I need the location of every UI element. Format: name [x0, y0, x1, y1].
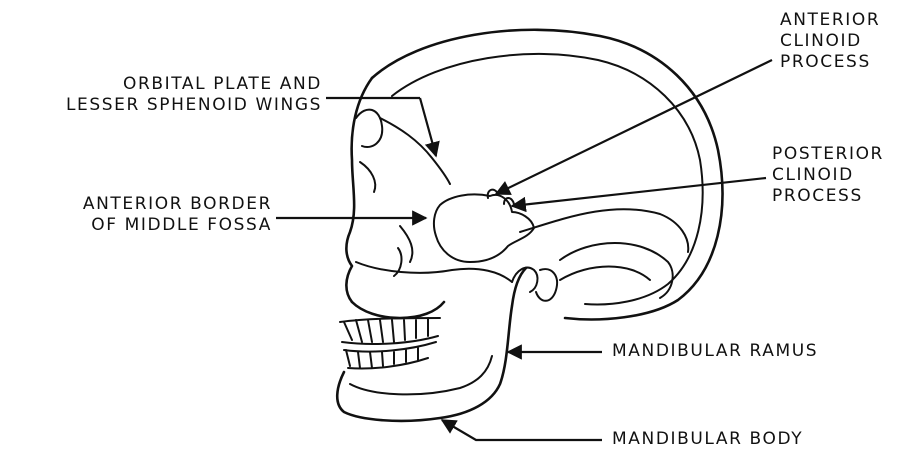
leader-mandibular-body: [442, 420, 602, 440]
label-anterior-clinoid: ANTERIOR CLINOID PROCESS: [780, 10, 880, 73]
occipital-ridge: [560, 267, 650, 281]
label-orbital-plate-line2: LESSER SPHENOID WINGS: [8, 95, 322, 116]
leader-anterior-clinoid: [496, 60, 772, 194]
label-anterior-border: ANTERIOR BORDER OF MIDDLE FOSSA: [8, 194, 272, 236]
label-anterior-clinoid-line3: PROCESS: [780, 52, 880, 73]
label-posterior-clinoid-line1: POSTERIOR: [772, 144, 884, 165]
face-outline: [346, 78, 372, 302]
label-orbital-plate-line1: ORBITAL PLATE AND: [8, 74, 322, 95]
maxilla: [352, 302, 444, 318]
label-anterior-clinoid-line2: CLINOID: [780, 31, 880, 52]
label-anterior-border-line1: ANTERIOR BORDER: [8, 194, 272, 215]
orbital-roof-line: [380, 118, 450, 184]
label-mandibular-body: MANDIBULAR BODY: [612, 429, 803, 450]
zygomatic-arch: [356, 262, 512, 282]
petrous-ridge: [520, 209, 688, 252]
cranial-vault-inner: [392, 54, 703, 305]
lower-teeth: [344, 342, 436, 369]
greater-wing: [394, 226, 412, 276]
orbit-lower: [360, 162, 375, 192]
label-posterior-clinoid: POSTERIOR CLINOID PROCESS: [772, 144, 884, 207]
leader-posterior-clinoid: [512, 178, 766, 206]
label-anterior-clinoid-line1: ANTERIOR: [780, 10, 880, 31]
label-posterior-clinoid-line2: CLINOID: [772, 165, 884, 186]
occipital-region: [560, 243, 673, 298]
label-orbital-plate: ORBITAL PLATE AND LESSER SPHENOID WINGS: [8, 74, 322, 116]
label-anterior-border-line2: OF MIDDLE FOSSA: [8, 215, 272, 236]
mastoid: [536, 269, 557, 301]
upper-teeth: [340, 318, 440, 344]
label-posterior-clinoid-line3: PROCESS: [772, 186, 884, 207]
label-mandibular-ramus: MANDIBULAR RAMUS: [612, 341, 818, 362]
orbit: [356, 110, 382, 147]
cranial-vault-outline: [372, 30, 722, 320]
